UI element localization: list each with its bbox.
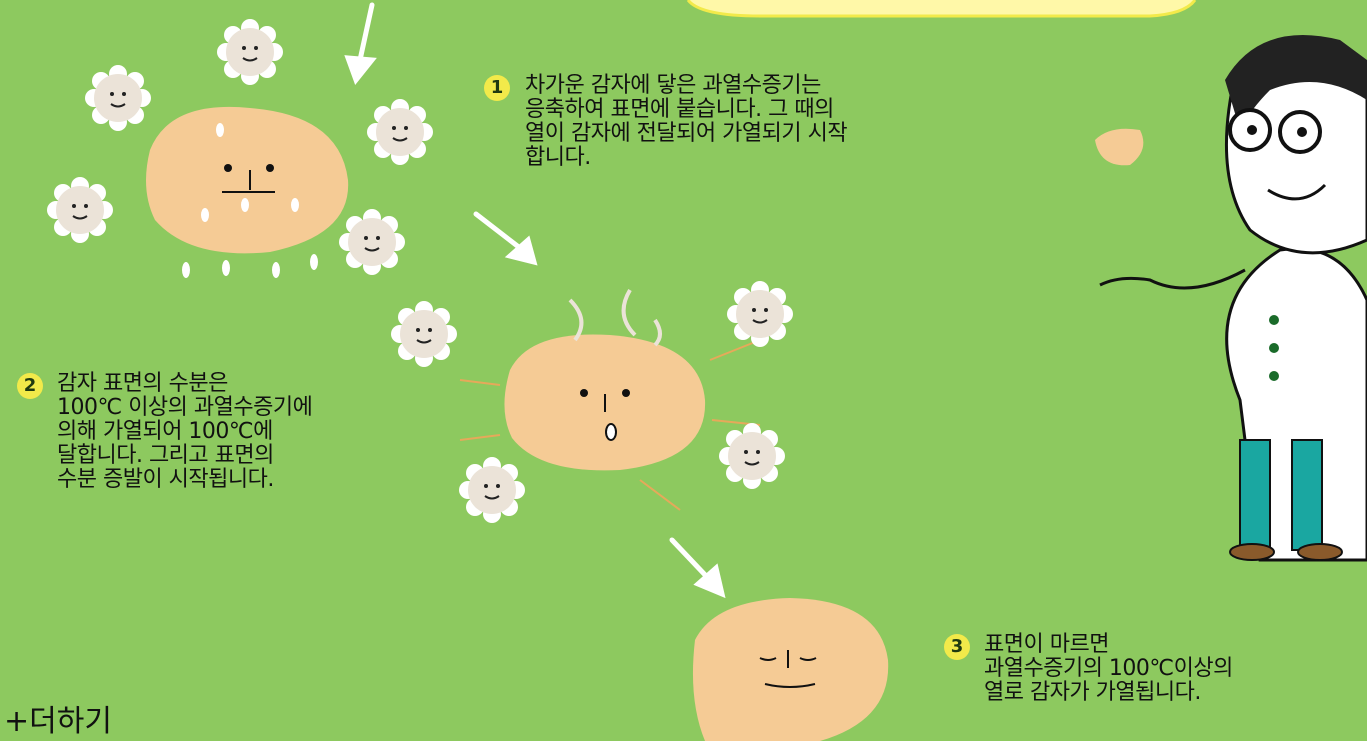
step-3-text: 표면이 마르면 과열수증기의 100℃이상의 열로 감자가 가열됩니다. [984, 633, 1233, 705]
step-1-text: 차가운 감자에 닿은 과열수증기는 응축하여 표면에 붙습니다. 그 때의 열이… [525, 73, 848, 170]
step-line: 의해 가열되어 100℃에 [57, 419, 273, 444]
step-badge-2: 2 [17, 373, 43, 399]
steam-character [338, 208, 406, 276]
step-line: 감자 표면의 수분은 [57, 371, 228, 396]
step-line: 열로 감자가 가열됩니다. [984, 680, 1201, 705]
step-badge-3: 3 [944, 634, 970, 660]
more-link[interactable]: +더하기 [4, 704, 112, 739]
step-line: 차가운 감자에 닿은 과열수증기는 [525, 73, 821, 98]
potato-heating-illustration [459, 288, 761, 511]
steam-character [458, 456, 526, 524]
steam-character [216, 18, 284, 86]
arrow-icon [344, 2, 726, 599]
steam-character [84, 64, 152, 132]
steam-character [366, 98, 434, 166]
step-line: 열이 감자에 전달되어 가열되기 시작 [525, 121, 848, 146]
step-2-text: 감자 표면의 수분은 100℃ 이상의 과열수증기에 의해 가열되어 100℃에… [57, 371, 313, 492]
step-line: 과열수증기의 100℃이상의 [984, 656, 1233, 681]
potato-cooked-illustration [692, 598, 889, 741]
steam-character [390, 300, 458, 368]
potato-cold-illustration [146, 106, 349, 278]
step-line: 달합니다. 그리고 표면의 [57, 443, 274, 468]
step-line: 합니다. [525, 145, 591, 170]
step-line: 수분 증발이 시작됩니다. [57, 467, 274, 492]
steam-character [46, 176, 114, 244]
scientist-illustration [1095, 35, 1367, 562]
step-line: 표면이 마르면 [984, 632, 1109, 657]
steam-character [718, 422, 786, 490]
step-line: 응축하여 표면에 붙습니다. 그 때의 [525, 97, 834, 122]
step-line: 100℃ 이상의 과열수증기에 [57, 395, 313, 420]
speech-bubble [686, 0, 1197, 18]
step-badge-1: 1 [484, 75, 510, 101]
steam-character [726, 280, 794, 348]
